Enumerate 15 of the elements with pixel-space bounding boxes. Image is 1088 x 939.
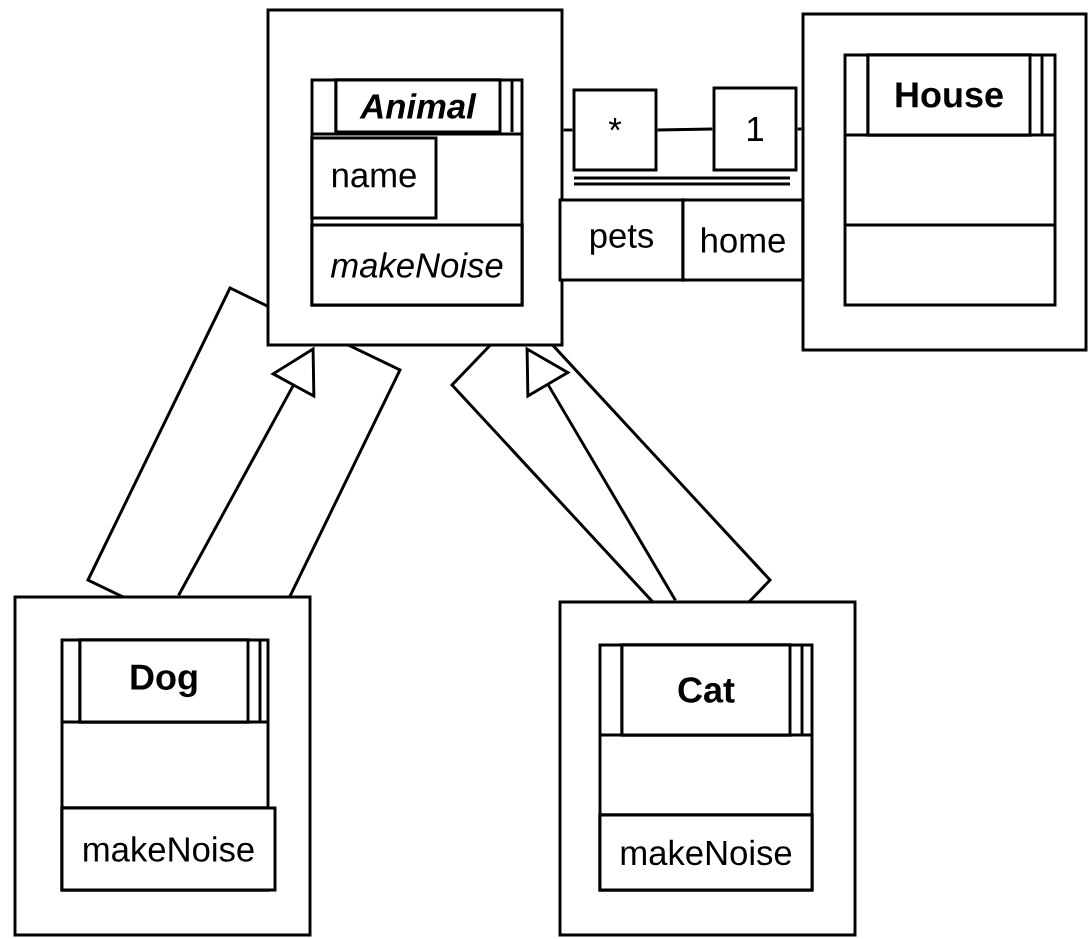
class-name-box: Dog — [78, 638, 250, 724]
association-line — [563, 128, 573, 132]
member-box: makeNoise — [310, 223, 524, 307]
class-name-box: Cat — [620, 643, 792, 737]
member-box: makeNoise — [598, 813, 814, 892]
class-name-box: House — [866, 53, 1032, 137]
role-name-box: pets — [558, 198, 685, 282]
role-name-box: home — [681, 198, 805, 282]
multiplicity-box: 1 — [712, 86, 798, 172]
member-box: makeNoise — [60, 806, 277, 892]
association-line — [657, 127, 713, 132]
association-line — [797, 127, 802, 131]
class-name-box: Animal — [334, 78, 502, 134]
member-box: name — [310, 136, 438, 220]
multiplicity-box: * — [572, 88, 658, 172]
